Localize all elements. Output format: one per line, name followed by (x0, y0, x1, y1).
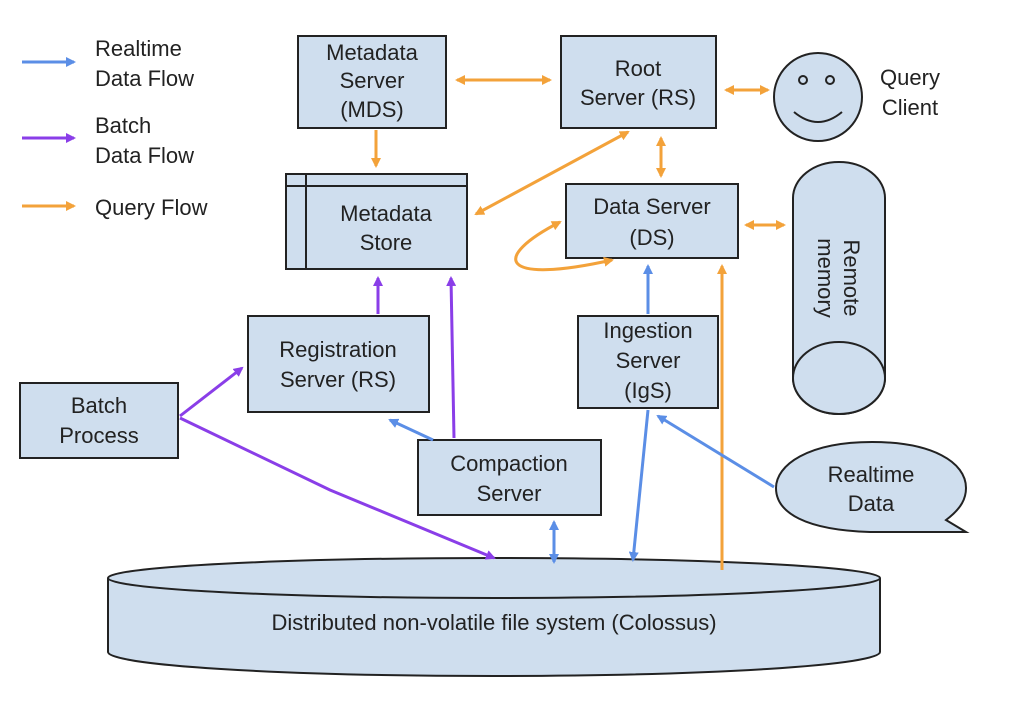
metadata-store-line1: Metadata (340, 201, 432, 226)
query-client-icon (773, 52, 863, 142)
legend: Realtime Data Flow Batch Data Flow Query… (22, 36, 208, 220)
arrow-compaction-reg (388, 418, 434, 442)
arrow-ds-loop (514, 220, 614, 272)
arrow-realtime-ingest (656, 414, 775, 489)
arrow-ingest-fs (628, 409, 650, 562)
query-flow-arrows (371, 75, 786, 570)
mds-line1: Metadata (326, 40, 418, 65)
ingestion-server-line1: Ingestion (603, 318, 692, 343)
arrow-batch-reg (179, 366, 244, 418)
query-client-line2: Client (882, 95, 938, 120)
registration-server-box: Registration Server (RS) (247, 315, 430, 413)
root-server-line1: Root (615, 56, 661, 81)
remote-memory-line1: Remote (839, 239, 864, 316)
legend-realtime-line1: Realtime (95, 36, 182, 61)
metadata-store-line2: Store (360, 230, 413, 255)
arrow-batch-fs (179, 416, 496, 560)
realtime-flow-arrows (388, 264, 775, 564)
metadata-server-box: Metadata Server (MDS) (297, 35, 447, 129)
legend-batch-line1: Batch (95, 113, 151, 138)
remote-memory-cylinder: Remote memory (792, 161, 886, 415)
compaction-server-line1: Compaction (450, 451, 567, 476)
batch-process-line2: Process (59, 423, 138, 448)
compaction-server-line2: Server (477, 481, 542, 506)
mds-line3: (MDS) (340, 97, 404, 122)
compaction-server-box: Compaction Server (417, 439, 602, 516)
batch-process-box: Batch Process (19, 382, 179, 459)
realtime-data-line1: Realtime (828, 462, 915, 487)
realtime-data-line2: Data (848, 491, 895, 516)
batch-flow-arrows (179, 276, 496, 560)
data-server-line2: (DS) (629, 225, 674, 250)
ingestion-server-line3: (IgS) (624, 378, 672, 403)
remote-memory-line2: memory (813, 238, 838, 317)
fs-cylinder: Distributed non-volatile file system (Co… (107, 557, 881, 677)
realtime-data-bubble: Realtime Data (774, 440, 970, 533)
legend-realtime-line2: Data Flow (95, 66, 194, 91)
arrow-compaction-store (446, 276, 457, 439)
metadata-store-box: Metadata Store (285, 173, 468, 270)
mds-line2: Server (340, 68, 405, 93)
query-client-line1: Query (880, 65, 940, 90)
batch-process-line1: Batch (71, 393, 127, 418)
data-server-box: Data Server (DS) (565, 183, 739, 259)
root-server-box: Root Server (RS) (560, 35, 717, 129)
root-server-line2: Server (RS) (580, 85, 696, 110)
arrow-root-store (474, 130, 630, 216)
ingestion-server-line2: Server (616, 348, 681, 373)
legend-query-label: Query Flow (95, 195, 208, 220)
ingestion-server-box: Ingestion Server (IgS) (577, 315, 719, 409)
registration-server-line2: Server (RS) (280, 367, 396, 392)
fs-label: Distributed non-volatile file system (Co… (271, 610, 716, 635)
data-server-line1: Data Server (593, 194, 710, 219)
registration-server-line1: Registration (279, 337, 396, 362)
legend-batch-line2: Data Flow (95, 143, 194, 168)
